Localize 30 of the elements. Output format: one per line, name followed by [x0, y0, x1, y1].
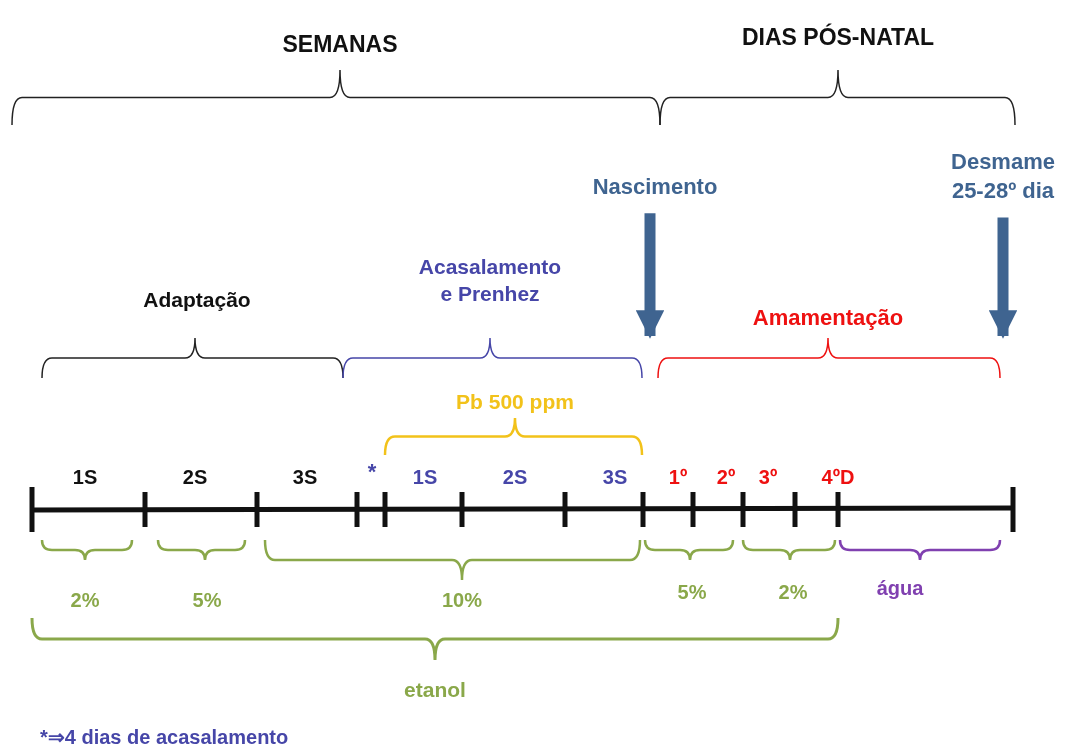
week-label: 3S [602, 465, 628, 490]
day-label: 1º [668, 465, 688, 490]
arrow [988, 217, 1018, 339]
dose-label: 5% [192, 588, 222, 613]
dose-label: 10% [442, 588, 482, 613]
week-label: 2S [182, 465, 208, 490]
ethanol-label: etanol [404, 677, 466, 704]
week-label: 1S [412, 465, 438, 490]
arrow [635, 213, 665, 339]
day-label: 3º [758, 465, 778, 490]
dose-label: 2% [70, 588, 100, 613]
phase-label: Acasalamento e Prenhez [417, 253, 563, 307]
week-label: 2S [502, 465, 528, 490]
water-label: água [876, 576, 924, 601]
footnote-mark: * [367, 457, 377, 486]
curly-brace [657, 337, 1001, 379]
dose-label: 2% [778, 580, 808, 605]
day-label: 4ºD [821, 465, 855, 490]
phase-label: Adaptação [143, 287, 251, 314]
footnote: *⇒4 dias de acasalamento [40, 725, 289, 750]
dose-label: 5% [677, 580, 707, 605]
day-label: 2º [716, 465, 736, 490]
event-label: Desmame 25-28º dia [933, 148, 1073, 206]
week-label: 1S [72, 465, 98, 490]
phase-label: Amamentação [752, 303, 904, 332]
event-label: Nascimento [575, 172, 735, 202]
week-label: 3S [292, 465, 318, 490]
period-heading: SEMANAS [282, 30, 398, 60]
period-heading: DIAS PÓS-NATAL [741, 23, 935, 53]
exposure-label: Pb 500 ppm [456, 389, 574, 416]
